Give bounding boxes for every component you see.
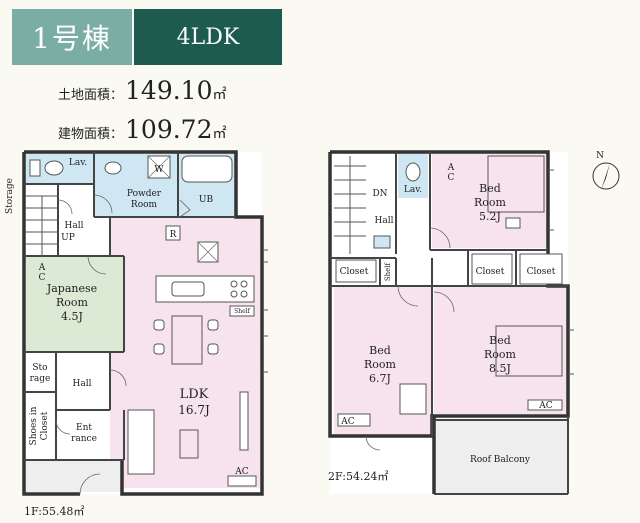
label-ac-bed1-a: A (447, 163, 455, 173)
label-hall-up-1: Hall (65, 221, 84, 231)
label-powder-1: Powder (127, 189, 162, 199)
label-ac-ldk: AC (234, 467, 248, 477)
label-shelf-2f: Shelf (384, 261, 392, 281)
japanese-room-area (26, 256, 124, 352)
label-bed2-2: Room (364, 358, 397, 371)
label-ldk-size: 16.7J (178, 403, 210, 417)
floor1-stairs (26, 195, 58, 256)
building-number-tag: 1号棟 (12, 9, 132, 65)
land-area-value: 149.10 (125, 76, 213, 105)
land-area-label: 土地面積： (58, 88, 124, 103)
label-entrance-1: Ent (76, 423, 92, 433)
label-hall-2f: Hall (375, 216, 394, 226)
sink-icon (171, 281, 205, 297)
label-bed1-3: 5.2J (479, 210, 501, 223)
label-bed1-2: Room (474, 196, 507, 209)
label-ac-bed2: AC (340, 417, 354, 427)
label-entrance-2: rance (71, 434, 97, 444)
bed1-icon (487, 155, 545, 213)
building-area-value: 109.72 (125, 115, 213, 144)
label-powder-2: Room (131, 200, 158, 210)
dining-table (171, 315, 203, 365)
compass (592, 162, 620, 190)
low-table-icon (179, 429, 199, 459)
label-shelf-1f: Shelf (234, 308, 250, 315)
label-roof-balcony: Roof Balcony (470, 455, 531, 465)
label-ub: UB (199, 195, 214, 205)
layout-type-tag: 4LDK (134, 9, 282, 65)
label-bed3-1: Bed (489, 334, 511, 347)
wash-basin-icon (104, 161, 122, 175)
toilet-1f-icon (44, 160, 64, 176)
desk2-icon (399, 383, 427, 415)
building-area-unit: ㎡ (212, 126, 227, 142)
label-ac-bed3: AC (538, 401, 552, 411)
label-closet-c: Closet (527, 267, 556, 277)
porch-area (26, 460, 122, 492)
label-lav-2f: Lav. (404, 185, 422, 195)
label-bed3-2: Room (484, 348, 517, 361)
ac-bed3-box (527, 399, 563, 411)
floor2-plan (328, 150, 574, 495)
label-storage-small-2: rage (30, 374, 51, 384)
label-w: W (154, 165, 164, 175)
kitchen-counter (155, 275, 255, 303)
label-closet-a: Closet (340, 267, 369, 277)
floor1-area-label: 1F:55.48㎡ (24, 505, 85, 518)
label-r: R (170, 230, 177, 240)
label-ac-jp-c: C (39, 273, 46, 283)
label-bed2-3: 6.7J (369, 372, 391, 385)
land-area-unit: ㎡ (212, 87, 227, 103)
toilet-tank-icon (29, 159, 41, 177)
label-closet-b: Closet (476, 267, 505, 277)
sofa-icon (127, 409, 155, 475)
label-japanese-1: Japanese (46, 282, 97, 295)
label-ldk: LDK (180, 387, 209, 402)
label-hall-up-2: UP (61, 233, 75, 243)
ac-ldk-box (227, 475, 257, 487)
r-box (165, 225, 181, 241)
label-bed2-1: Bed (369, 344, 391, 357)
label-shoes-1: Shoes in (29, 406, 39, 445)
label-japanese-3: 4.5J (61, 310, 83, 323)
floor1-plan (22, 150, 268, 496)
toilet-2f-icon (405, 162, 421, 182)
building-area-label: 建物面積： (58, 127, 124, 142)
label-bed1-1: Bed (479, 182, 501, 195)
label-storage: Storage (5, 178, 15, 214)
label-ac-jp-a: A (38, 263, 46, 273)
land-area-row: 土地面積：149.10㎡ (58, 76, 227, 105)
compass-north: N (596, 151, 604, 161)
label-hall-1f: Hall (73, 379, 92, 389)
label-dn: DN (372, 189, 387, 199)
building-area-row: 建物面積：109.72㎡ (58, 115, 227, 144)
label-ac-bed1-c: C (448, 173, 455, 183)
label-storage-small-1: Sto (32, 363, 47, 373)
tv-board-icon (239, 391, 249, 451)
label-bed3-3: 8.5J (489, 362, 511, 375)
label-japanese-2: Room (56, 296, 89, 309)
ldk-shelf-box (229, 305, 255, 317)
floor2-area-label: 2F:54.24㎡ (328, 470, 389, 483)
bed3-icon (495, 325, 563, 377)
roof-balcony-area (434, 420, 568, 494)
bathtub-icon (181, 155, 233, 183)
floor2-stairs (334, 156, 366, 254)
label-lav-1f: Lav. (69, 158, 87, 168)
label-shoes-2: Closet (40, 411, 50, 440)
hall-sink-icon (373, 235, 391, 249)
ac-bed2-box (337, 413, 371, 427)
